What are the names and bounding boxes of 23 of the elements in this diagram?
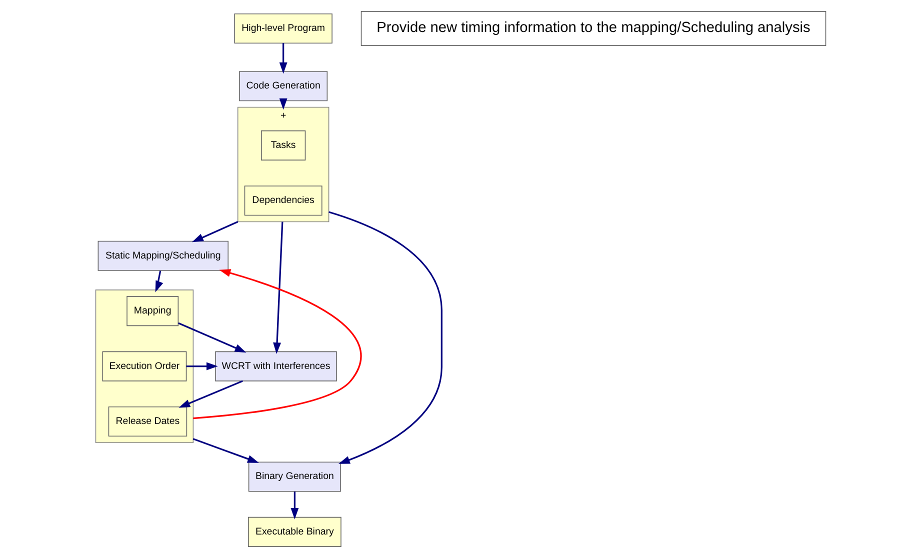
node-box: Mapping (126, 296, 179, 326)
node-box: Static Mapping/Scheduling (98, 240, 228, 271)
arrow (290, 492, 299, 520)
cluster (95, 290, 194, 444)
arrow (192, 438, 259, 463)
node-box: High-level Program (234, 13, 332, 44)
node-box: Executable Binary (248, 516, 342, 547)
arrow (178, 380, 243, 408)
node-box: Dependencies (244, 186, 322, 216)
arrow (328, 211, 442, 464)
arrow (273, 222, 284, 354)
node-box: Execution Order (102, 351, 187, 382)
arrow (186, 362, 218, 370)
arrow (279, 43, 288, 74)
node-box: Binary Generation (248, 462, 341, 492)
arrow (192, 220, 238, 242)
node-box: Release Dates (108, 406, 188, 437)
node-box: WCRT with Interferences (215, 351, 337, 382)
arrow (279, 98, 288, 110)
node-box: Provide new timing information to the mapping/Scheduling analysis (360, 11, 826, 46)
node-box: Tasks (261, 130, 306, 160)
arrow (193, 269, 362, 420)
arrow (155, 270, 164, 292)
